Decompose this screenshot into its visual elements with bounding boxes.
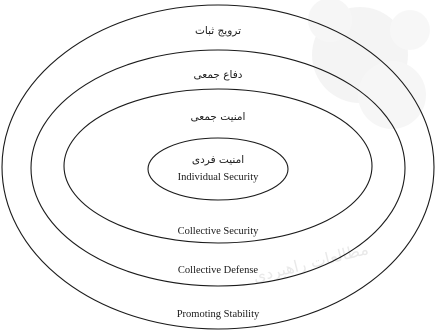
label-en-individual-security: Individual Security <box>178 172 260 183</box>
ring-collective-defense <box>30 49 406 287</box>
label-fa-individual-security: امنیت فردی <box>192 154 244 166</box>
ring-individual-security <box>147 137 289 201</box>
label-fa-collective-defense: دفاع جمعی <box>194 69 243 81</box>
label-en-promoting-stability: Promoting Stability <box>177 309 260 320</box>
label-fa-promoting-stability: ترویج ثبات <box>195 25 241 37</box>
watermark: مطالعات راهبردی <box>251 0 430 286</box>
label-fa-collective-security: امنیت جمعی <box>191 111 246 123</box>
ring-collective-security <box>63 88 373 244</box>
ring-promoting-stability <box>1 4 435 330</box>
label-en-collective-defense: Collective Defense <box>178 265 259 276</box>
watermark-text: مطالعات راهبردی <box>251 239 370 286</box>
watermark-ornament <box>308 0 430 129</box>
label-en-collective-security: Collective Security <box>178 226 260 237</box>
